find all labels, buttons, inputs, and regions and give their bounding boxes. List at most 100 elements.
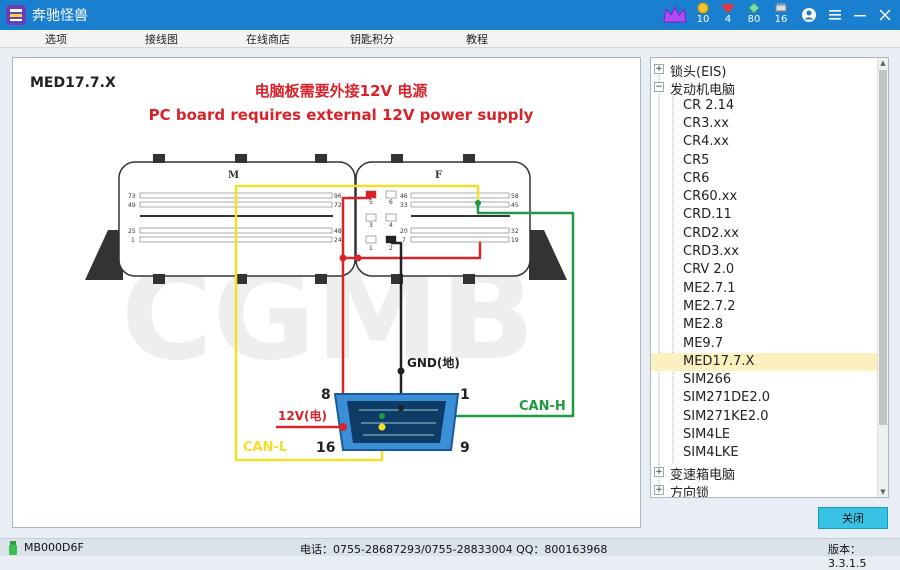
- tree-item[interactable]: CRV 2.0: [651, 261, 877, 279]
- tree-item[interactable]: CRD2.xx: [651, 225, 877, 243]
- pin-label: 24: [334, 237, 342, 244]
- tree-group[interactable]: +变速箱电脑: [651, 463, 877, 483]
- tree-item[interactable]: CR3.xx: [651, 115, 877, 133]
- small-pin-label: 4: [389, 222, 393, 229]
- menu-button[interactable]: [820, 0, 850, 30]
- scroll-thumb[interactable]: [879, 70, 887, 425]
- app-logo-icon: [6, 5, 26, 25]
- tree-item[interactable]: CR6: [651, 170, 877, 188]
- tree-item[interactable]: CRD3.xx: [651, 243, 877, 261]
- obd-pin-8-label: 8: [321, 387, 331, 403]
- tree-item-label: CRD.11: [683, 207, 732, 223]
- menu-bar: 选项 接线图 在线商店 钥匙积分 教程: [0, 30, 900, 48]
- expand-toggle-icon[interactable]: −: [654, 82, 664, 93]
- pin-label: 7: [402, 237, 406, 244]
- tree-item-label: CRD3.xx: [683, 244, 739, 259]
- title-bar: 奔驰怪兽 10 4 80 16: [0, 0, 900, 30]
- heart-stat: 4: [715, 1, 741, 29]
- minimize-icon: [854, 15, 866, 17]
- tree-item[interactable]: CR5: [651, 152, 877, 170]
- tree-item-label: SIM271DE2.0: [683, 390, 771, 406]
- diamond-stat: 80: [741, 1, 767, 29]
- gnd-label: GND(地): [407, 355, 460, 370]
- tree-item-label: 锁头(EIS): [670, 65, 727, 80]
- tree-item[interactable]: ME2.7.1: [651, 280, 877, 298]
- menu-online-store[interactable]: 在线商店: [246, 33, 290, 46]
- menu-key-points[interactable]: 钥匙积分: [350, 33, 394, 46]
- tree-item[interactable]: ME9.7: [651, 335, 877, 353]
- pin-label: 19: [511, 237, 519, 244]
- can-h-label: CAN-H: [519, 399, 566, 414]
- tree-item-label: CR 2.14: [683, 97, 735, 113]
- expand-toggle-icon[interactable]: +: [654, 466, 664, 477]
- close-icon: [879, 9, 891, 21]
- tree-item[interactable]: SIM4LE: [651, 426, 877, 444]
- pin-label: 46: [400, 193, 408, 200]
- can-l-wire: [234, 184, 480, 462]
- v12-label: 12V(电): [278, 408, 327, 423]
- tree-item[interactable]: SIM271KE2.0: [651, 408, 877, 426]
- pin-label: 49: [128, 202, 136, 209]
- tree-item-label: CR6: [683, 170, 710, 186]
- tree-item-label: SIM266: [683, 372, 732, 388]
- scroll-down-arrow[interactable]: ▼: [880, 488, 886, 496]
- small-pin-label: 6: [389, 199, 393, 206]
- tree-item-label: SIM4LE: [683, 427, 731, 442]
- tree-item-label: CR5: [683, 152, 710, 168]
- tree-item-label: SIM4LKE: [683, 445, 739, 461]
- ecu-model-label: MED17.7.X: [30, 75, 116, 91]
- tree-item[interactable]: SIM266: [651, 371, 877, 389]
- hamburger-icon: [829, 10, 841, 20]
- tree-item-label: 方向锁: [670, 485, 710, 498]
- pin-label: 25: [128, 228, 136, 235]
- scroll-up-arrow[interactable]: ▲: [880, 59, 886, 67]
- tree-item-label: CRV 2.0: [683, 262, 735, 278]
- tree-group[interactable]: −发动机电脑: [651, 78, 877, 98]
- tree-item[interactable]: CR 2.14: [651, 97, 877, 115]
- chip-stat: 16: [768, 1, 794, 29]
- tree-item-label: CR60.xx: [683, 189, 738, 205]
- obd-pin-16-label: 16: [316, 440, 335, 456]
- tree-item[interactable]: CRD.11: [651, 206, 877, 224]
- expand-toggle-icon[interactable]: +: [654, 64, 664, 74]
- coin-stat: 10: [690, 1, 716, 29]
- tree-item[interactable]: ME2.7.2: [651, 298, 877, 316]
- power-note-cn: 电脑板需要外接12V 电源: [255, 82, 428, 100]
- menu-options[interactable]: 选项: [45, 33, 67, 46]
- tree-item-label: ME2.8: [683, 317, 724, 333]
- expand-toggle-icon[interactable]: +: [654, 484, 664, 495]
- tree-item[interactable]: MED17.7.X: [651, 352, 877, 371]
- close-button[interactable]: 关闭: [818, 507, 888, 529]
- tree-item[interactable]: SIM271DE2.0: [651, 389, 877, 407]
- pin-label: 48: [334, 228, 342, 235]
- tree-item-label: ME2.7.1: [683, 280, 736, 296]
- connector-f-label: F: [435, 170, 442, 181]
- tree-item[interactable]: SIM4LKE: [651, 444, 877, 462]
- tree-scrollbar[interactable]: ▲ ▼: [877, 58, 888, 497]
- status-bar: MB000D6F 电话：0755-28687293/0755-28833004 …: [0, 538, 900, 570]
- crown-icon: [663, 5, 687, 23]
- minimize-button[interactable]: [845, 0, 875, 30]
- pin-label: 96: [334, 193, 342, 200]
- tree-group[interactable]: + 锁头(EIS): [651, 60, 877, 80]
- account-button[interactable]: [794, 0, 824, 30]
- obd-pin-1-label: 1: [460, 387, 470, 403]
- tree-item-label: CR3.xx: [683, 115, 729, 131]
- menu-wiring-diagram[interactable]: 接线图: [145, 33, 178, 46]
- tree-item[interactable]: CR4.xx: [651, 133, 877, 151]
- wiring-diagram-panel: CGMB MED17.7.X 电脑板需要外接12V 电源 PC board re…: [12, 57, 641, 528]
- close-window-button[interactable]: [870, 0, 900, 30]
- can-h-wire: [382, 203, 575, 418]
- small-pin-label: 5: [369, 199, 373, 206]
- tree-item[interactable]: ME2.8: [651, 316, 877, 334]
- tree-item[interactable]: CR60.xx: [651, 188, 877, 206]
- tree-item-label: CR4.xx: [683, 134, 729, 150]
- tree-item-label: SIM271KE2.0: [683, 408, 769, 424]
- menu-tutorial[interactable]: 教程: [466, 33, 488, 46]
- connector-m-label: M: [228, 170, 239, 181]
- small-pin-label: 3: [369, 222, 373, 229]
- diamond-count: 80: [747, 14, 761, 25]
- coin-count: 10: [696, 14, 710, 25]
- tree-group[interactable]: + 方向锁: [651, 481, 877, 498]
- pin-label: 33: [400, 202, 408, 209]
